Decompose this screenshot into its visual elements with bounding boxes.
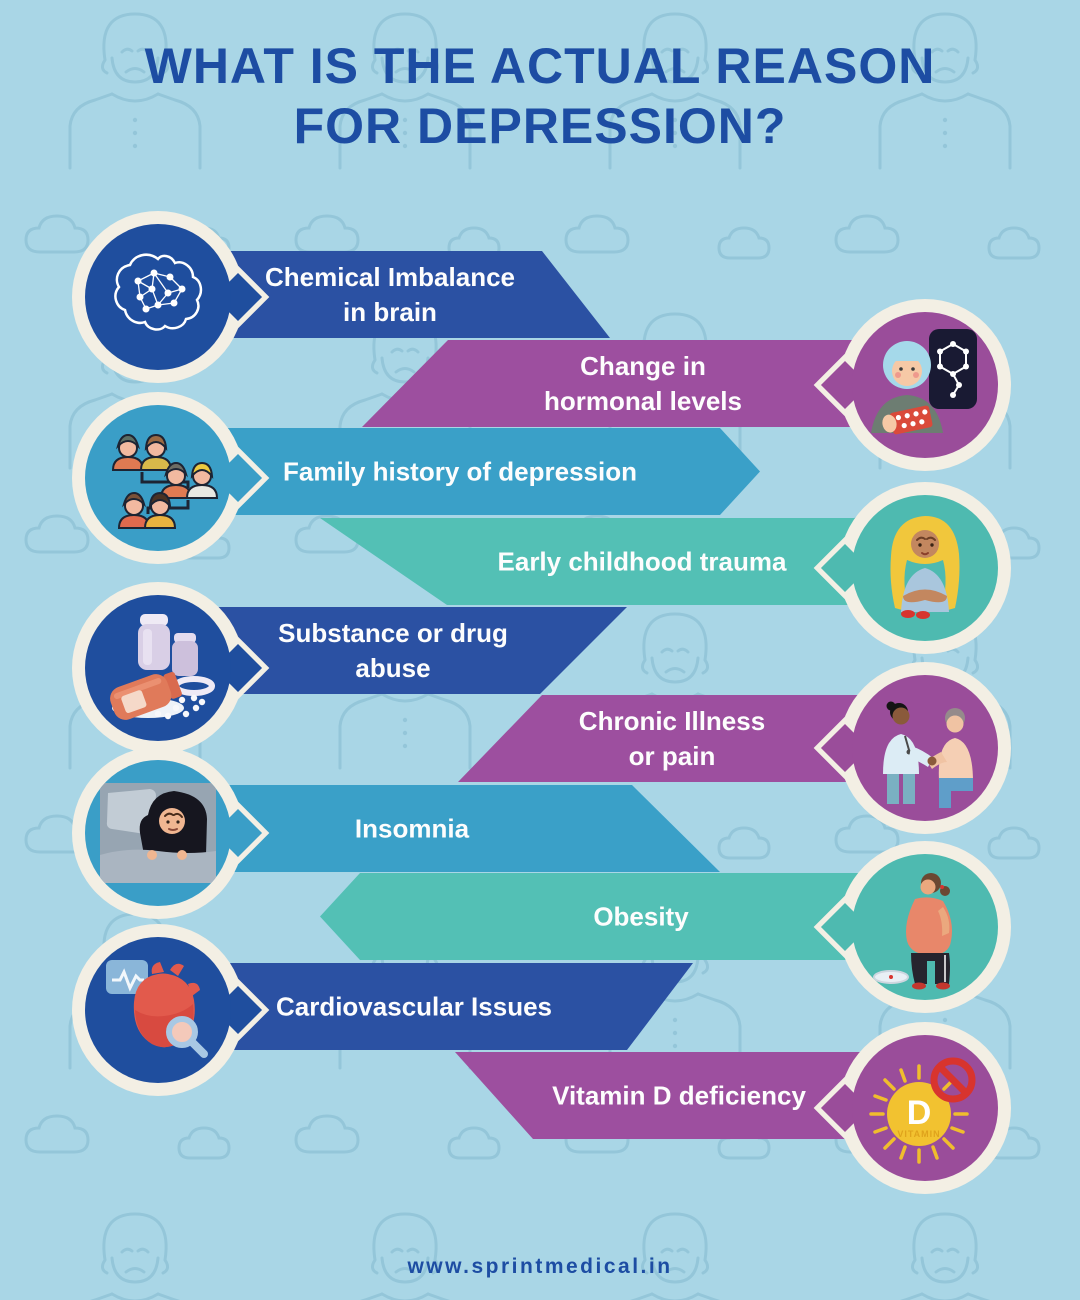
banner-label: Vitamin D deficiency [552, 1080, 806, 1110]
footer: www.sprintmedical.in [0, 1255, 1080, 1279]
circle-childhood-trauma [813, 482, 1011, 654]
circle-substance-abuse [72, 582, 270, 754]
banner-label: Family history of depression [283, 456, 637, 486]
circle-obesity [813, 841, 1011, 1013]
banner-label: Early childhood trauma [497, 546, 787, 576]
circle-insomnia [72, 747, 270, 919]
sad-child-icon [890, 516, 960, 619]
circle-cardiovascular [72, 924, 270, 1096]
sun-vitamin-d-icon: D VITAMIN [869, 1057, 976, 1164]
circle-chronic-illness [813, 662, 1011, 834]
circle-vitamin-d: D VITAMIN [813, 1022, 1011, 1194]
page-title-line2: FOR DEPRESSION? [293, 98, 787, 154]
hormonal-person-icon [871, 329, 977, 435]
insomnia-icon [100, 783, 216, 883]
doctor-patient-icon [883, 701, 973, 808]
footer-website-link[interactable]: www.sprintmedical.in [407, 1255, 673, 1278]
banner-label: Insomnia [354, 813, 470, 843]
vitamin-d-letter: D [907, 1094, 932, 1132]
circle-hormonal-levels [813, 299, 1011, 471]
circle-family-history [72, 392, 270, 564]
banner-label: Obesity [593, 901, 689, 931]
page-title-line1: WHAT IS THE ACTUAL REASON [144, 38, 936, 94]
pills-icon [110, 614, 215, 720]
heart-ecg-icon [106, 960, 208, 1058]
obese-person-icon [873, 873, 952, 990]
banner-label: Cardiovascular Issues [275, 991, 553, 1021]
vitamin-caption: VITAMIN [897, 1129, 940, 1139]
page-title: WHAT IS THE ACTUAL REASON FOR DEPRESSION… [0, 36, 1080, 156]
brain-network-icon [114, 253, 203, 331]
family-tree-icon [111, 433, 219, 529]
circle-chemical-imbalance [72, 211, 270, 383]
